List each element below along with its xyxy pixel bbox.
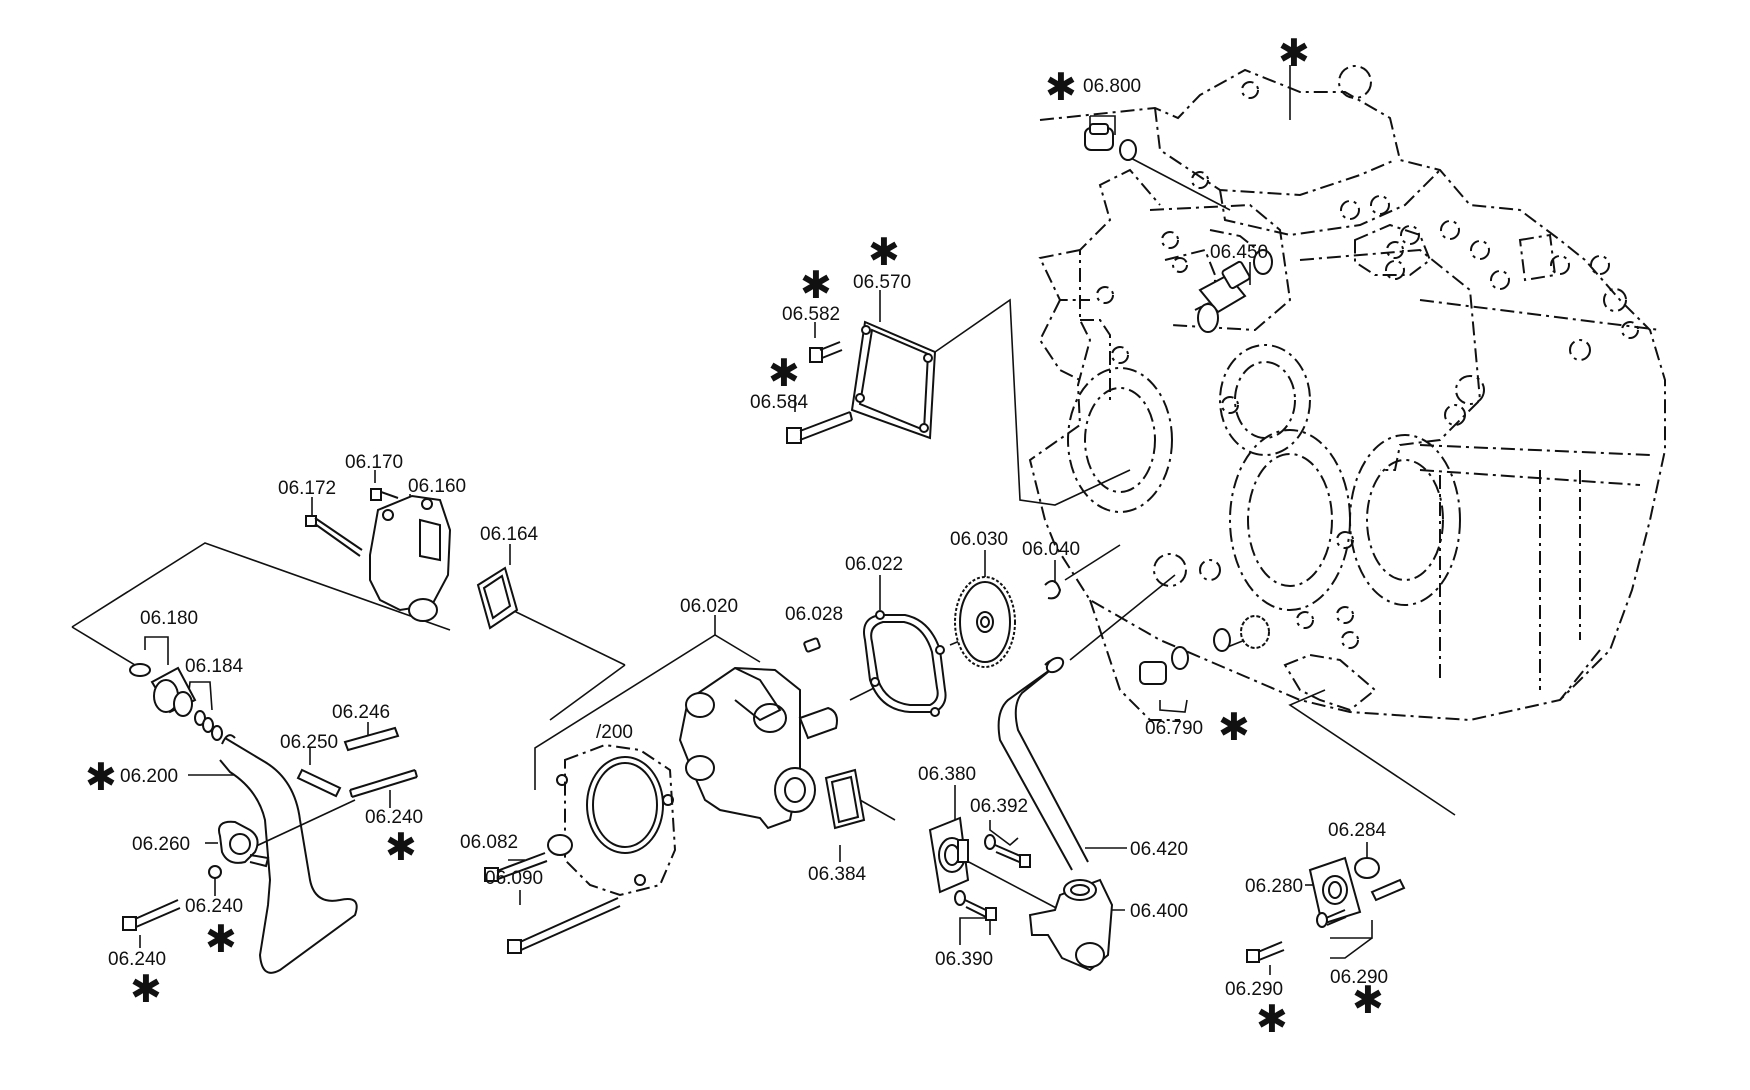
label-06-090: 06.090 [485,868,543,889]
label-200: /200 [596,722,633,743]
bolt-06-082 [484,852,548,882]
asterisk-marker: ✱ [385,825,417,869]
flange-06-380 [928,816,970,894]
label-06-390: 06.390 [935,949,993,970]
label-06-284: 06.284 [1328,820,1387,841]
asterisk-marker: ✱ [130,967,162,1011]
label-06-246: 06.246 [332,702,390,723]
screw-06-392 [984,834,1031,868]
asterisk-marker: ✱ [205,917,237,961]
label-06-584: 06.584 [750,392,809,413]
part-06-180 [129,663,223,741]
asterisk-marker: ✱ [1352,978,1384,1022]
asterisk-marker: ✱ [768,351,800,395]
ring-06-284 [1354,857,1380,879]
asterisk-marker: ✱ [1218,705,1250,749]
label-06-570: 06.570 [853,272,911,293]
gasket-06-022 [863,610,947,717]
key-06-028 [803,637,821,653]
bolt-06-172 [305,515,363,557]
pin-06-246 [343,726,400,752]
label-06-040: 06.040 [1022,539,1080,560]
stud-06-290 [1370,878,1406,902]
label-06-260: 06.260 [132,834,190,855]
hose-06-420 [997,656,1089,871]
label-06-240-nut: 06.240 [185,896,243,917]
label-06-160: 06.160 [408,476,466,497]
plate-06-280 [1308,856,1362,926]
label-06-400: 06.400 [1130,901,1188,922]
label-06-184: 06.184 [185,656,244,677]
elbow-06-400 [1028,878,1114,972]
asterisk-marker: ✱ [868,230,900,274]
label-06-082: 06.082 [460,832,518,853]
gasket-06-384 [824,768,866,830]
bolt-06-090 [507,897,621,954]
screw-06-290-b [1316,909,1347,928]
screw-06-582 [809,341,843,363]
gear-06-030 [954,576,1016,668]
asterisk-marker: ✱ [1045,65,1077,109]
label-06-022: 06.022 [845,554,903,575]
plug-06-450 [1197,249,1273,333]
label-06-450: 06.450 [1210,242,1268,263]
label-06-384: 06.384 [808,864,867,885]
label-06-030: 06.030 [950,529,1008,550]
bolt-06-584 [786,411,853,444]
gasket-06-164 [476,566,519,630]
asterisk-marker: ✱ [1278,31,1310,75]
label-06-028: 06.028 [785,604,843,625]
bolt-06-240 [122,899,181,931]
bolt-06-170 [370,488,399,501]
asterisk-markers: ✱ ✱ ✱ ✱ ✱ ✱ ✱ ✱ ✱ ✱ ✱ ✱ [85,31,1384,1041]
label-06-420: 06.420 [1130,839,1188,860]
screw-06-290-a [1246,941,1285,963]
plug-06-800 [1084,123,1137,161]
ring-06-040 [1044,580,1062,600]
label-06-164: 06.164 [480,524,539,545]
cover-plate-06-570 [850,320,937,440]
hose-06-200 [219,734,358,974]
stud-06-240 [349,769,418,798]
bracket-06-160 [369,494,452,622]
label-06-290-right: 06.290 [1330,967,1388,988]
screw-06-390 [954,890,997,921]
label-06-200: 06.200 [120,766,178,787]
label-06-800: 06.800 [1083,76,1141,97]
label-06-250: 06.250 [280,732,338,753]
asterisk-marker: ✱ [1256,997,1288,1041]
pump-06-020 [678,666,838,830]
label-06-380: 06.380 [918,764,976,785]
label-06-240-stud: 06.240 [365,807,423,828]
cover-200 [547,743,677,897]
clamp-06-260 [218,820,270,868]
plug-06-790 [1139,615,1270,685]
label-06-280: 06.280 [1245,876,1303,897]
label-06-392: 06.392 [970,796,1028,817]
transmission-housing [1028,65,1666,722]
nut-06-240 [208,865,222,879]
asterisk-marker: ✱ [85,755,117,799]
part-labels: 06.800 06.570 06.582 06.584 06.450 06.17… [108,76,1388,1000]
label-06-180: 06.180 [140,608,198,629]
label-06-240-bolt: 06.240 [108,949,166,970]
asterisk-marker: ✱ [800,263,832,307]
clip-06-250 [296,768,342,798]
label-06-020: 06.020 [680,596,738,617]
label-06-172: 06.172 [278,478,336,499]
label-06-170: 06.170 [345,452,403,473]
label-06-790: 06.790 [1145,718,1203,739]
label-06-290-left: 06.290 [1225,979,1283,1000]
label-06-582: 06.582 [782,304,840,325]
